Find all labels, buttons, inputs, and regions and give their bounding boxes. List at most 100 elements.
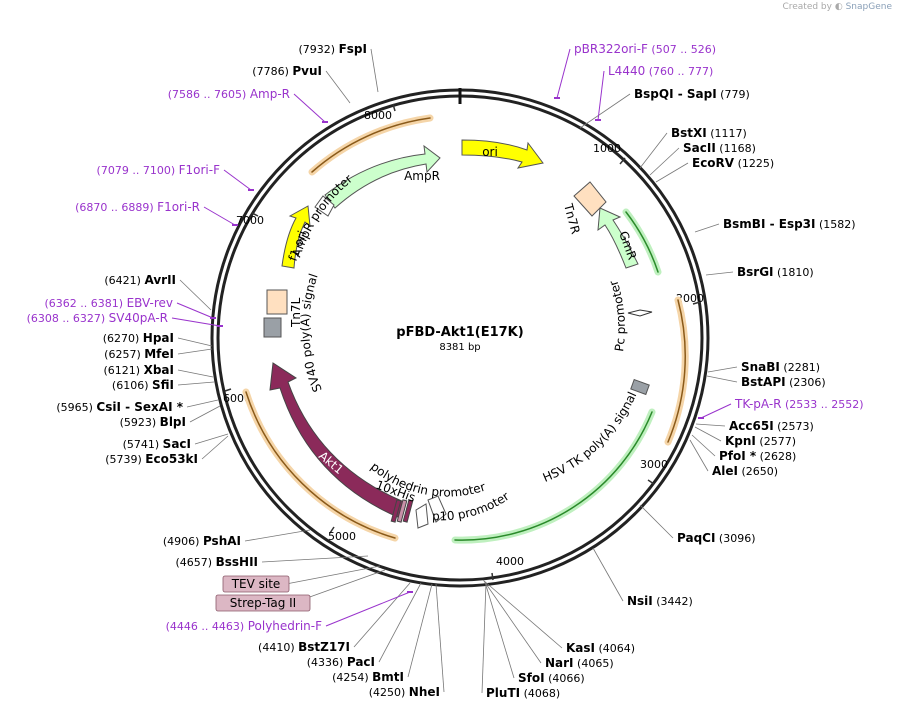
site-leader-line <box>261 555 369 563</box>
site-leader-line <box>186 399 219 408</box>
site-bspqi-sapi[interactable]: BspQI - SapI (779) <box>579 87 750 129</box>
site-label: (6121) XbaI <box>104 363 174 377</box>
site-leader-line <box>705 271 734 276</box>
tag-tev-site[interactable]: TEV site <box>222 565 381 593</box>
ampr-promoter-shape <box>314 195 335 217</box>
site-paci[interactable]: (4336) PacI <box>307 582 422 669</box>
tag-box <box>215 594 311 612</box>
site-label: (4254) BmtI <box>332 670 404 684</box>
credit-app: SnapGene <box>845 2 892 12</box>
site-pvui[interactable]: (7786) PvuI <box>252 64 351 104</box>
his-tag-shape <box>390 499 414 523</box>
site-leader-line <box>177 369 214 378</box>
site-leader-line <box>179 279 212 311</box>
site-blpi[interactable]: (5923) BlpI <box>120 405 221 429</box>
plasmid-name: pFBD-Akt1(E17K) <box>396 325 523 340</box>
site-eco53ki[interactable]: (5739) Eco53kI <box>105 435 229 466</box>
site-pluti[interactable]: PluTI (4068) <box>481 582 560 700</box>
pc-promoter-label: Pc promoter <box>606 279 628 353</box>
hsvtk-shape <box>630 378 650 396</box>
site-leader-line <box>407 583 433 678</box>
site-leader-line <box>353 582 411 648</box>
site-label: KasI (4064) <box>566 641 635 655</box>
primer-leader-line <box>700 403 732 419</box>
site-sacii[interactable]: SacII (1168) <box>649 141 756 176</box>
site-avrii[interactable]: (6421) AvrII <box>104 273 212 311</box>
site-paqci[interactable]: PaqCI (3096) <box>639 504 756 545</box>
site-alei[interactable]: AleI (2650) <box>689 439 778 478</box>
site-sfoi[interactable]: SfoI (4066) <box>484 581 585 685</box>
site-fspi[interactable]: (7932) FspI <box>299 42 379 93</box>
tick-label-2000: 2000 <box>676 292 704 305</box>
site-pshai[interactable]: (4906) PshAI <box>163 529 311 548</box>
site-leader-line <box>691 434 716 457</box>
primer-leader-line <box>597 70 605 121</box>
site-bsshii[interactable]: (4657) BssHII <box>176 555 369 569</box>
site-nari[interactable]: NarI (4065) <box>483 580 614 670</box>
site-bsmbi-esp3i[interactable]: BsmBI - Esp3I (1582) <box>694 217 856 233</box>
site-label: NsiI (3442) <box>627 594 693 608</box>
snapgene-logo-icon: ◐ <box>834 2 843 12</box>
site-leader-line <box>655 162 689 183</box>
site-pfoi-[interactable]: PfoI * (2628) <box>691 434 796 463</box>
site-leader-line <box>378 582 422 663</box>
site-mfei[interactable]: (6257) MfeI <box>104 347 213 361</box>
primer-f1ori-r[interactable]: (6870 .. 6889) F1ori-R <box>75 200 238 226</box>
site-bstz17i[interactable]: (4410) BstZ17I <box>258 582 411 654</box>
primer-ebv-rev[interactable]: (6362 .. 6381) EBV-rev <box>45 296 217 319</box>
site-bstapi[interactable]: BstAPI (2306) <box>706 375 826 389</box>
site-saci[interactable]: (5741) SacI <box>123 433 229 451</box>
site-sfii[interactable]: (6106) SfiI <box>112 378 215 392</box>
site-bstxi[interactable]: BstXI (1117) <box>639 126 747 169</box>
site-nsii[interactable]: NsiI (3442) <box>592 547 693 608</box>
primer-leader-line <box>293 93 326 123</box>
site-csii-sexai-[interactable]: (5965) CsiI - SexAI * <box>56 399 219 414</box>
site-leader-line <box>707 366 738 373</box>
primer-leader-line <box>171 317 221 327</box>
feature-shapes <box>263 139 653 529</box>
tick-label-7000: 7000 <box>236 214 264 227</box>
site-label: SfoI (4066) <box>518 671 585 685</box>
site-label: (6270) HpaI <box>103 331 174 345</box>
site-label: SacII (1168) <box>683 141 756 155</box>
site-xbai[interactable]: (6121) XbaI <box>104 363 214 378</box>
site-leader-line <box>694 223 720 233</box>
primer-l4440[interactable]: L4440 (760 .. 777) <box>595 64 713 121</box>
pc-promoter-shape <box>627 309 653 317</box>
site-label: (4336) PacI <box>307 655 375 669</box>
site-label: (7932) FspI <box>299 42 367 56</box>
primer-polyhedrin-f[interactable]: (4446 .. 4463) Polyhedrin-F <box>166 591 413 633</box>
primer-pbr322ori-f[interactable]: pBR322ori-F (507 .. 526) <box>554 42 716 99</box>
sv40-shape <box>263 317 282 338</box>
ampr-label: AmpR <box>404 169 440 183</box>
site-leader-line <box>435 583 445 693</box>
site-leader-line <box>483 580 542 664</box>
site-kpni[interactable]: KpnI (2577) <box>694 426 796 448</box>
site-snabi[interactable]: SnaBI (2281) <box>707 360 820 374</box>
site-ecorv[interactable]: EcoRV (1225) <box>655 156 774 183</box>
site-kasi[interactable]: KasI (4064) <box>482 579 635 655</box>
primer-leader-line <box>556 48 571 99</box>
tag-strep-tag-ii[interactable]: Strep-Tag II <box>215 569 386 612</box>
site-hpai[interactable]: (6270) HpaI <box>103 331 213 347</box>
site-bsrgi[interactable]: BsrGI (1810) <box>705 265 814 279</box>
site-bmti[interactable]: (4254) BmtI <box>332 583 433 684</box>
tn7l-label: Tn7L <box>289 297 303 328</box>
primer-sv40pa-r[interactable]: (6308 .. 6327) SV40pA-R <box>27 311 223 327</box>
snapgene-credit: Created by ◐ SnapGene <box>782 2 892 12</box>
akt1-shape <box>269 362 405 519</box>
site-nhei[interactable]: (4250) NheI <box>369 583 445 699</box>
primer-amp-r[interactable]: (7586 .. 7605) Amp-R <box>168 87 328 123</box>
site-leader-line <box>370 48 379 93</box>
site-leader-line <box>689 439 709 472</box>
site-leader-line <box>177 381 215 386</box>
site-label: (4906) PshAI <box>163 534 241 548</box>
site-acc65i[interactable]: Acc65I (2573) <box>695 419 814 433</box>
primer-tk-pa-r[interactable]: TK-pA-R (2533 .. 2552) <box>698 397 864 419</box>
site-label: Acc65I (2573) <box>729 419 814 433</box>
primer-sites: pBR322ori-F (507 .. 526)L4440 (760 .. 77… <box>27 42 864 633</box>
primer-f1ori-f[interactable]: (7079 .. 7100) F1ori-F <box>97 163 254 191</box>
site-leader-line <box>177 348 213 355</box>
site-label: BstAPI (2306) <box>741 375 826 389</box>
